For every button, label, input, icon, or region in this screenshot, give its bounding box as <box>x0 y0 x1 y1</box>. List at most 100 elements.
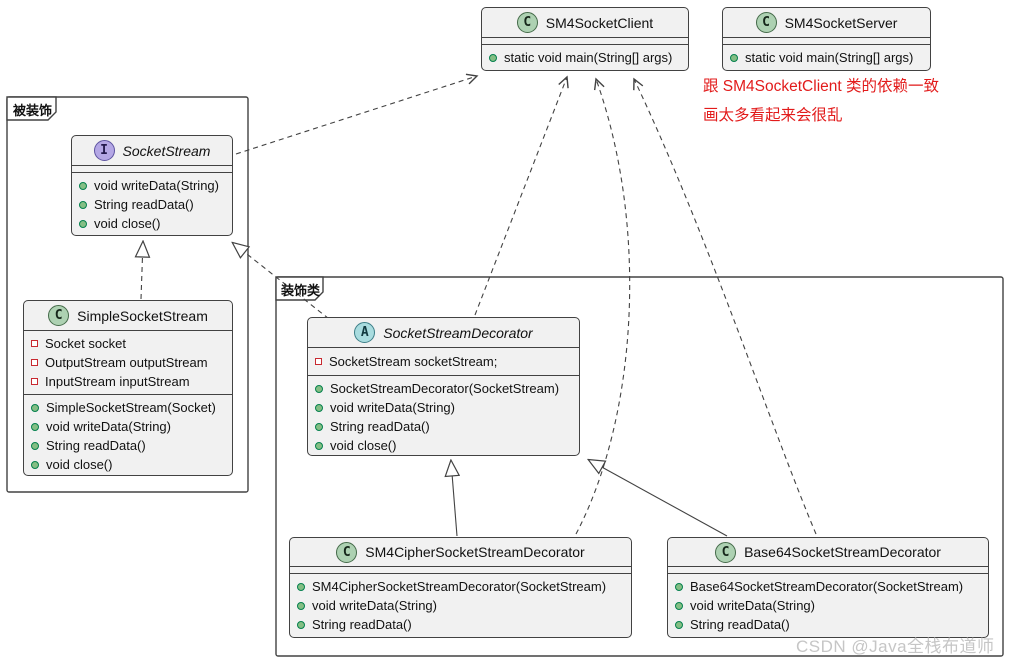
method-label: SimpleSocketStream(Socket) <box>46 400 216 415</box>
generalization-sm4cipher-to-decorator <box>451 461 457 537</box>
field-label: OutputStream outputStream <box>45 355 208 370</box>
public-method-icon <box>297 620 305 629</box>
public-method-icon <box>675 620 683 629</box>
class-sm4socketserver: C SM4SocketServer static void main(Strin… <box>722 7 931 71</box>
class-base64decorator-header: C Base64SocketStreamDecorator <box>668 538 988 567</box>
method-label: SM4CipherSocketStreamDecorator(SocketStr… <box>312 579 607 594</box>
abstract-badge-icon: A <box>354 322 376 343</box>
method-label: void close() <box>94 216 161 231</box>
fields-compartment: SocketStream socketStream; <box>308 348 579 376</box>
class-name: SocketStream <box>122 142 211 159</box>
class-badge-icon: C <box>715 541 737 563</box>
package-decorators-label: 装饰类 <box>281 283 321 298</box>
interface-badge-icon: I <box>93 140 115 161</box>
field-label: InputStream inputStream <box>45 374 190 389</box>
methods-compartment: SM4CipherSocketStreamDecorator(SocketStr… <box>290 574 631 637</box>
dependency-socketstream-to-client <box>235 73 479 155</box>
method-label: static void main(String[] args) <box>745 50 914 65</box>
class-badge-icon: C <box>336 541 358 563</box>
field-label: SocketStream socketStream; <box>329 354 498 369</box>
note-text-line1: 跟 SM4SocketClient 类的依赖一致 <box>703 78 939 95</box>
class-badge-icon: C <box>48 305 70 326</box>
method-label: String readData() <box>330 419 430 434</box>
public-method-icon <box>675 601 683 610</box>
class-socketstream: I SocketStream void writeData(String) St… <box>71 135 233 236</box>
public-method-icon <box>730 53 738 62</box>
method-label: void close() <box>330 438 397 453</box>
public-method-icon <box>79 181 87 190</box>
fields-compartment-empty <box>72 166 232 173</box>
public-method-icon <box>79 200 87 209</box>
fields-compartment-empty <box>482 38 688 45</box>
public-method-icon <box>315 422 323 431</box>
class-socketstreamdecorator-header: A SocketStreamDecorator <box>308 318 579 348</box>
private-field-icon <box>315 358 322 365</box>
private-field-icon <box>31 359 38 366</box>
class-sm4socketserver-header: C SM4SocketServer <box>723 8 930 38</box>
class-simplesocketstream-header: C SimpleSocketStream <box>24 301 232 331</box>
methods-compartment: SocketStreamDecorator(SocketStream) void… <box>308 376 579 458</box>
public-method-icon <box>297 601 305 610</box>
realization-simplesocketstream-to-socketstream <box>141 242 143 300</box>
package-decorators-tab <box>275 276 324 301</box>
dependency-decorator-to-client <box>474 75 569 316</box>
public-method-icon <box>315 384 323 393</box>
public-method-icon <box>297 582 305 591</box>
class-simplesocketstream: C SimpleSocketStream Socket socket Outpu… <box>23 300 233 476</box>
package-decorated-tab <box>6 96 57 121</box>
class-name: SocketStreamDecorator <box>383 324 533 341</box>
methods-compartment: static void main(String[] args) <box>723 45 930 70</box>
class-name: SM4SocketServer <box>784 14 898 31</box>
package-decorated-label: 被装饰 <box>13 103 53 118</box>
class-name: SimpleSocketStream <box>77 307 208 324</box>
methods-compartment: static void main(String[] args) <box>482 45 688 70</box>
generalization-base64-to-decorator <box>589 460 728 537</box>
fields-compartment-empty <box>723 38 930 45</box>
fields-compartment: Socket socket OutputStream outputStream … <box>24 331 232 395</box>
public-method-icon <box>79 219 87 228</box>
fields-compartment-empty <box>668 567 988 574</box>
class-name: SM4SocketClient <box>545 14 654 31</box>
public-method-icon <box>675 582 683 591</box>
method-label: void writeData(String) <box>46 419 171 434</box>
class-sm4cipherdecorator-header: C SM4CipherSocketStreamDecorator <box>290 538 631 567</box>
methods-compartment: void writeData(String) String readData()… <box>72 173 232 236</box>
watermark-text: CSDN @Java全栈布道师 <box>796 637 995 656</box>
method-label: String readData() <box>312 617 412 632</box>
private-field-icon <box>31 378 38 385</box>
method-label: void close() <box>46 457 113 472</box>
class-socketstreamdecorator: A SocketStreamDecorator SocketStream soc… <box>307 317 580 456</box>
public-method-icon <box>31 422 39 431</box>
class-badge-icon: C <box>755 12 777 33</box>
method-label: String readData() <box>690 617 790 632</box>
class-sm4socketclient: C SM4SocketClient static void main(Strin… <box>481 7 689 71</box>
public-method-icon <box>31 403 39 412</box>
public-method-icon <box>315 403 323 412</box>
public-method-icon <box>315 441 323 450</box>
note-text-line2: 画太多看起来会很乱 <box>703 107 843 124</box>
method-label: static void main(String[] args) <box>504 50 673 65</box>
dependency-sm4cipher-to-client <box>575 77 631 535</box>
method-label: void writeData(String) <box>330 400 455 415</box>
method-label: void writeData(String) <box>690 598 815 613</box>
methods-compartment: Base64SocketStreamDecorator(SocketStream… <box>668 574 988 637</box>
method-label: void writeData(String) <box>94 178 219 193</box>
class-badge-icon: C <box>516 12 538 33</box>
method-label: String readData() <box>46 438 146 453</box>
public-method-icon <box>489 53 497 62</box>
class-sm4socketclient-header: C SM4SocketClient <box>482 8 688 38</box>
class-base64decorator: C Base64SocketStreamDecorator Base64Sock… <box>667 537 989 638</box>
public-method-icon <box>31 441 39 450</box>
fields-compartment-empty <box>290 567 631 574</box>
field-label: Socket socket <box>45 336 126 351</box>
class-sm4cipherdecorator: C SM4CipherSocketStreamDecorator SM4Ciph… <box>289 537 632 638</box>
public-method-icon <box>31 460 39 469</box>
class-socketstream-header: I SocketStream <box>72 136 232 166</box>
class-name: SM4CipherSocketStreamDecorator <box>365 544 585 560</box>
methods-compartment: SimpleSocketStream(Socket) void writeDat… <box>24 395 232 477</box>
class-name: Base64SocketStreamDecorator <box>744 544 941 560</box>
method-label: SocketStreamDecorator(SocketStream) <box>330 381 560 396</box>
dependency-base64-to-client <box>633 77 817 535</box>
method-label: Base64SocketStreamDecorator(SocketStream… <box>690 579 964 594</box>
